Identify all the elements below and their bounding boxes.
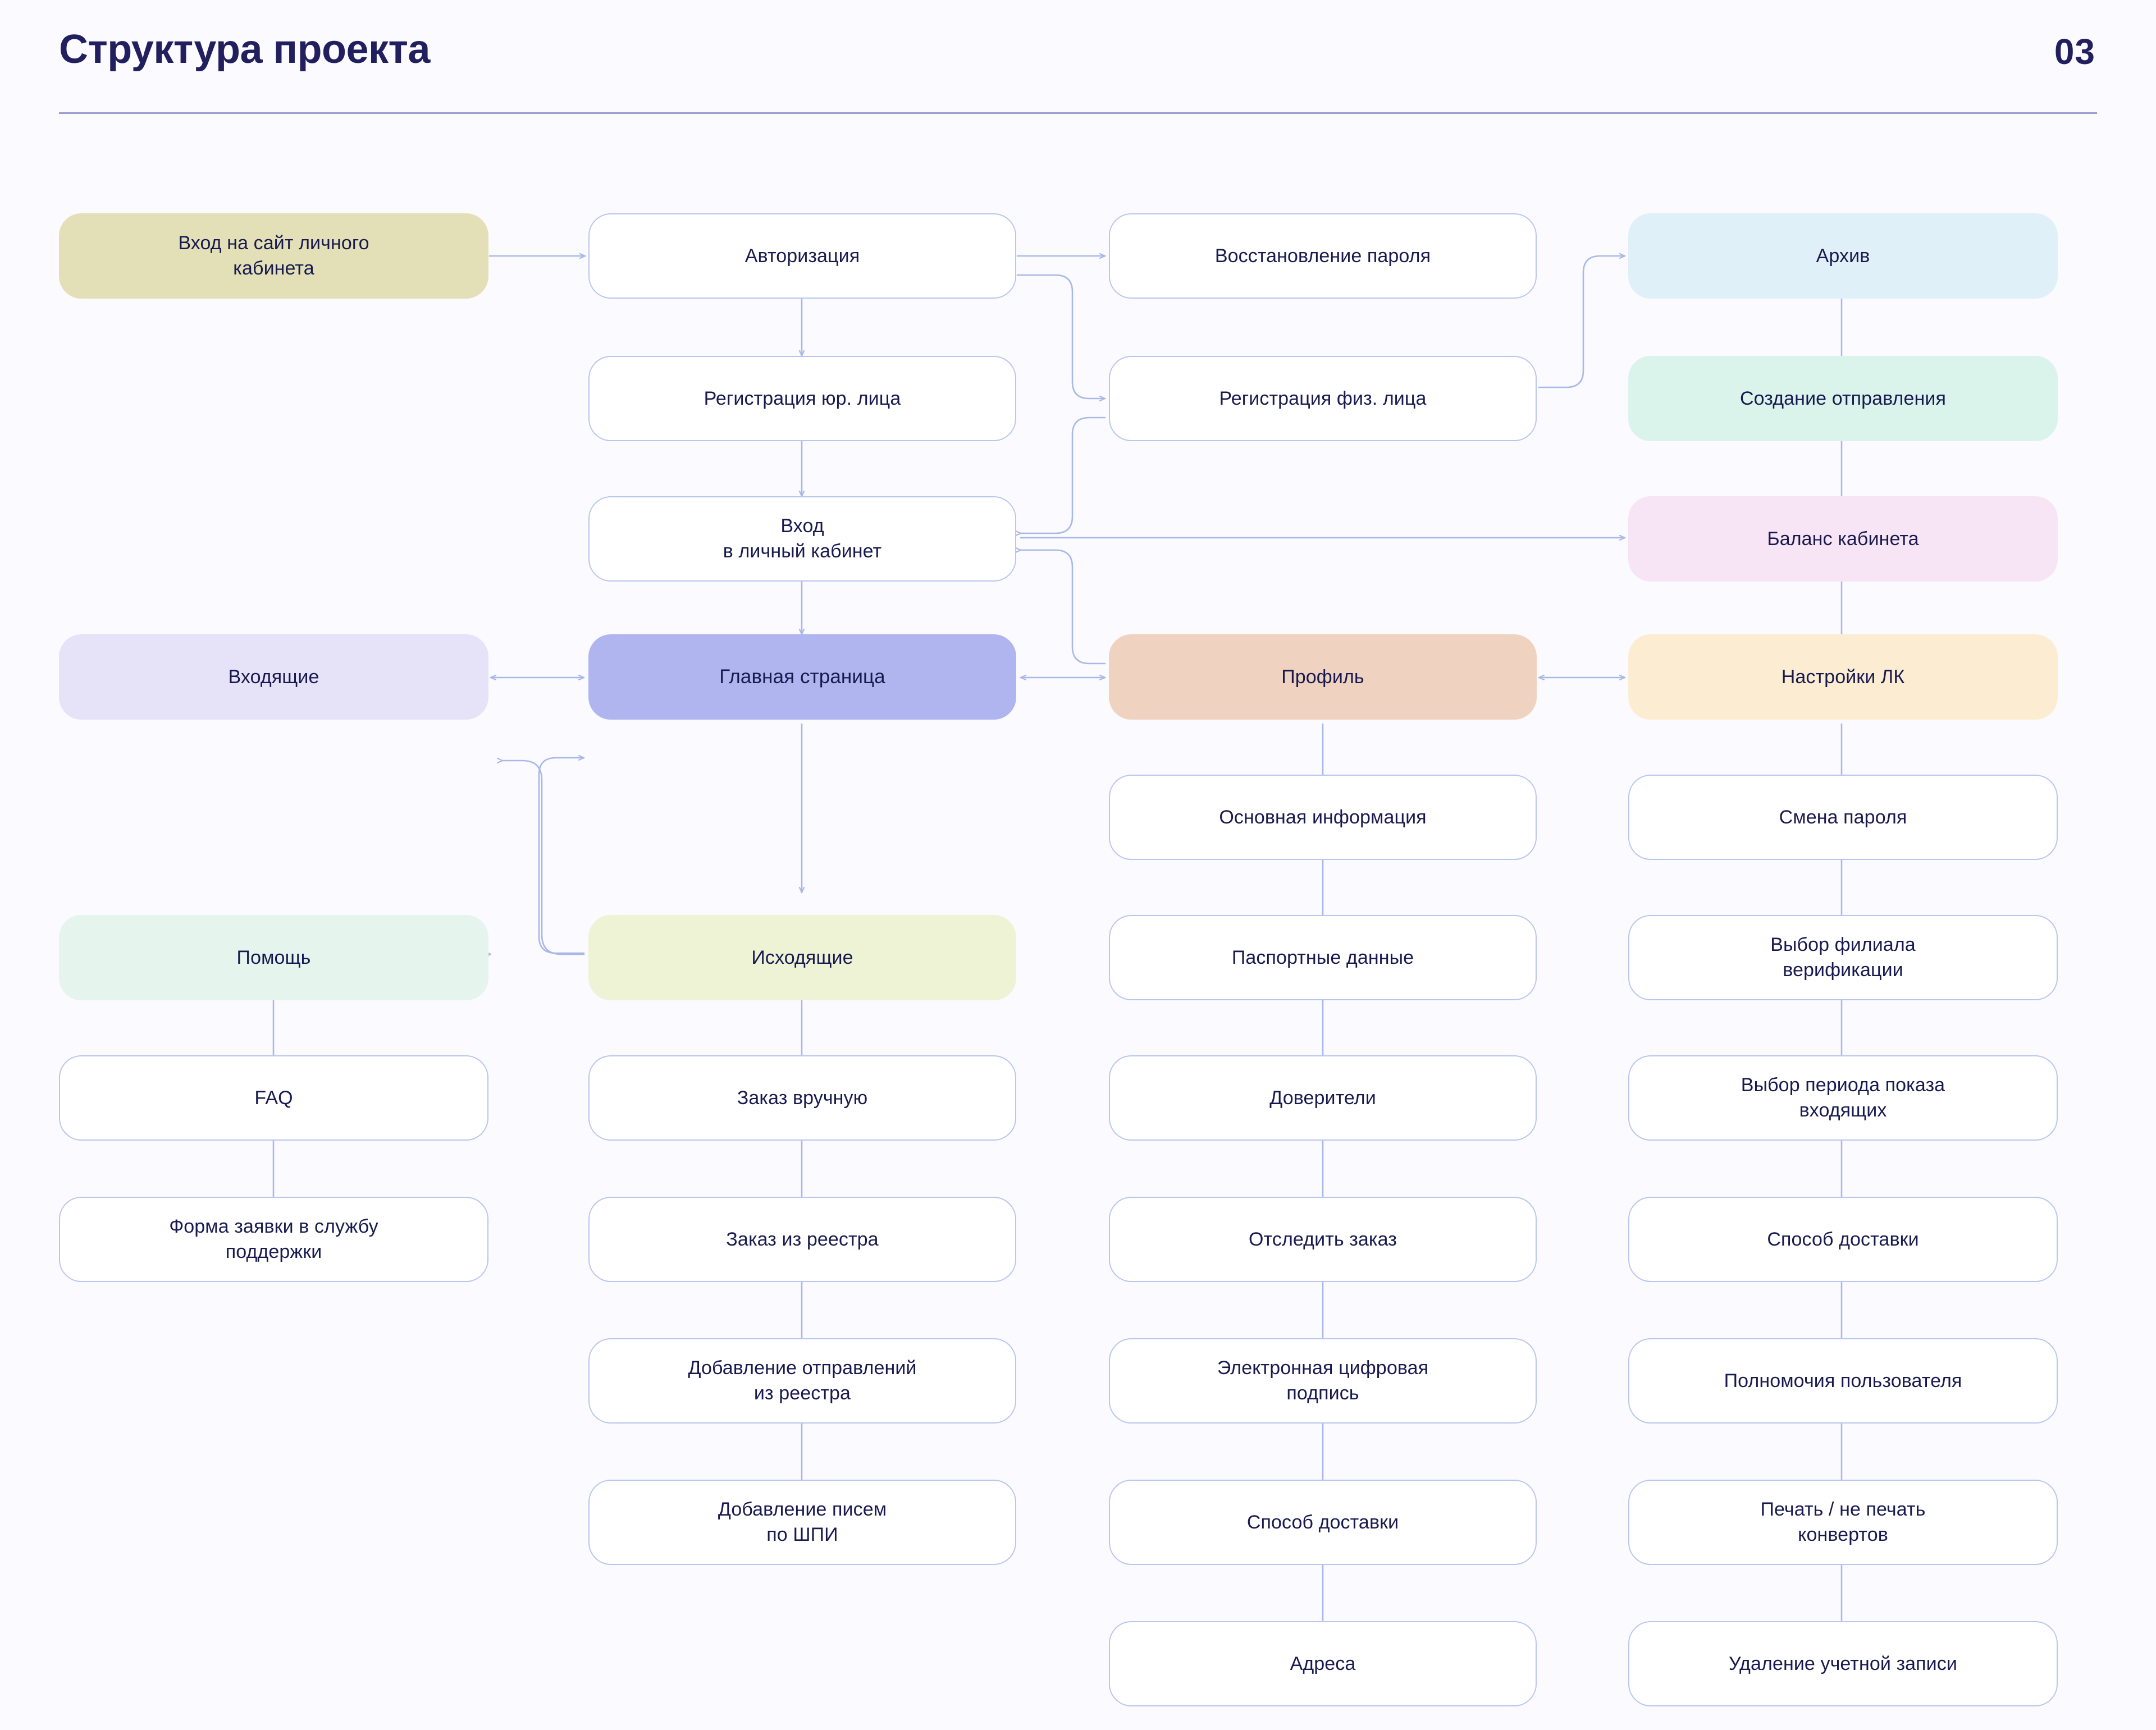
node-basic-info[interactable]: Основная информация <box>1109 775 1537 860</box>
node-label: Смена пароля <box>1779 806 1907 828</box>
node-inbox[interactable]: Входящие <box>59 634 488 720</box>
node-password-recovery[interactable]: Восстановление пароля <box>1109 213 1537 299</box>
node-label: Удаление учетной записи <box>1729 1653 1957 1674</box>
node-label: Способ доставки <box>1246 1511 1399 1533</box>
node-change-password[interactable]: Смена пароля <box>1628 775 2058 860</box>
node-label: Заказ вручную <box>737 1087 868 1109</box>
node-label: Выбор филиала верификации <box>1770 934 1916 981</box>
page-number: 03 <box>2054 31 2095 72</box>
node-label: Адреса <box>1290 1653 1356 1674</box>
node-label: Форма заявки в службу поддержки <box>169 1216 378 1262</box>
node-order-manual[interactable]: Заказ вручную <box>588 1055 1016 1141</box>
node-verification-branch[interactable]: Выбор филиала верификации <box>1628 915 2058 1000</box>
node-label: Баланс кабинета <box>1767 528 1919 550</box>
node-label: Вход в личный кабинет <box>723 515 882 562</box>
connector-outbox-help-curve <box>500 758 584 953</box>
node-label: Вход на сайт личного кабинета <box>178 232 369 279</box>
node-label: Полномочия пользователя <box>1724 1370 1962 1392</box>
node-label: Исходящие <box>751 946 853 968</box>
node-delete-account[interactable]: Удаление учетной записи <box>1628 1621 2058 1706</box>
node-label: Настройки ЛК <box>1781 666 1905 688</box>
node-passport-data[interactable]: Паспортные данные <box>1109 915 1537 1000</box>
node-label: Главная страница <box>719 665 885 688</box>
page-title: Структура проекта <box>59 27 430 72</box>
node-archive[interactable]: Архив <box>1628 213 2058 299</box>
node-label: Доверители <box>1269 1087 1376 1109</box>
node-outbox[interactable]: Исходящие <box>588 915 1016 1000</box>
node-label: Способ доставки <box>1767 1228 1919 1250</box>
node-label: Восстановление пароля <box>1214 245 1431 267</box>
node-label: Выбор периода показа входящих <box>1741 1074 1945 1121</box>
connector-outbox-to-mainpage <box>538 758 585 954</box>
connector-regind-to-login <box>1021 417 1106 533</box>
node-label: Регистрация физ. лица <box>1219 387 1427 409</box>
node-label: Основная информация <box>1219 806 1427 828</box>
node-label: Создание отправления <box>1740 387 1946 409</box>
node-label: Печать / не печать конвертов <box>1760 1499 1926 1545</box>
node-label: Электронная цифровая подпись <box>1217 1357 1429 1404</box>
connector-regind-to-archive <box>1538 256 1626 388</box>
node-login-account[interactable]: Вход в личный кабинет <box>588 496 1016 582</box>
node-label: Паспортные данные <box>1231 946 1414 968</box>
node-digital-signature[interactable]: Электронная цифровая подпись <box>1109 1338 1537 1424</box>
node-label: Заказ из реестра <box>726 1228 879 1250</box>
node-label: Входящие <box>228 666 319 688</box>
node-addresses[interactable]: Адреса <box>1109 1621 1537 1706</box>
node-user-permissions[interactable]: Полномочия пользователя <box>1628 1338 2058 1424</box>
node-help[interactable]: Помощь <box>59 915 488 1000</box>
node-delivery-method-s[interactable]: Способ доставки <box>1628 1197 2058 1282</box>
node-label: Добавление писем по ШПИ <box>718 1499 887 1545</box>
node-create-shipment[interactable]: Создание отправления <box>1628 356 2058 441</box>
node-reg-legal[interactable]: Регистрация юр. лица <box>588 356 1016 441</box>
node-authorization[interactable]: Авторизация <box>588 213 1016 299</box>
node-account-balance[interactable]: Баланс кабинета <box>1628 496 2058 582</box>
connector-outbox-to-help <box>503 761 585 955</box>
node-reg-individual[interactable]: Регистрация физ. лица <box>1109 356 1537 441</box>
node-add-letters-shpi[interactable]: Добавление писем по ШПИ <box>588 1480 1016 1565</box>
node-label: Отследить заказ <box>1249 1228 1397 1250</box>
node-support-form[interactable]: Форма заявки в службу поддержки <box>59 1197 488 1282</box>
node-label: Архив <box>1816 245 1870 267</box>
node-label: Добавление отправлений из реестра <box>688 1357 917 1404</box>
node-label: FAQ <box>254 1087 293 1109</box>
node-faq[interactable]: FAQ <box>59 1055 488 1141</box>
connector-auth-to-regind <box>1016 274 1106 399</box>
node-label: Профиль <box>1281 666 1364 688</box>
node-principals[interactable]: Доверители <box>1109 1055 1537 1141</box>
node-inbox-period[interactable]: Выбор периода показа входящих <box>1628 1055 2058 1141</box>
connector-mainpage-feed <box>1021 550 1106 665</box>
node-main-page[interactable]: Главная страница <box>588 634 1016 720</box>
node-label: Помощь <box>236 946 311 968</box>
node-label: Регистрация юр. лица <box>704 387 901 409</box>
node-order-registry[interactable]: Заказ из реестра <box>588 1197 1016 1282</box>
node-profile[interactable]: Профиль <box>1109 634 1537 720</box>
node-print-envelopes[interactable]: Печать / не печать конвертов <box>1628 1480 2058 1565</box>
node-label: Авторизация <box>744 245 860 267</box>
node-delivery-method-p[interactable]: Способ доставки <box>1109 1480 1537 1565</box>
node-track-order[interactable]: Отследить заказ <box>1109 1197 1537 1282</box>
node-account-settings[interactable]: Настройки ЛК <box>1628 634 2058 720</box>
node-entry-site[interactable]: Вход на сайт личного кабинета <box>59 213 488 299</box>
node-add-shipments[interactable]: Добавление отправлений из реестра <box>588 1338 1016 1424</box>
header-divider <box>59 112 2097 114</box>
